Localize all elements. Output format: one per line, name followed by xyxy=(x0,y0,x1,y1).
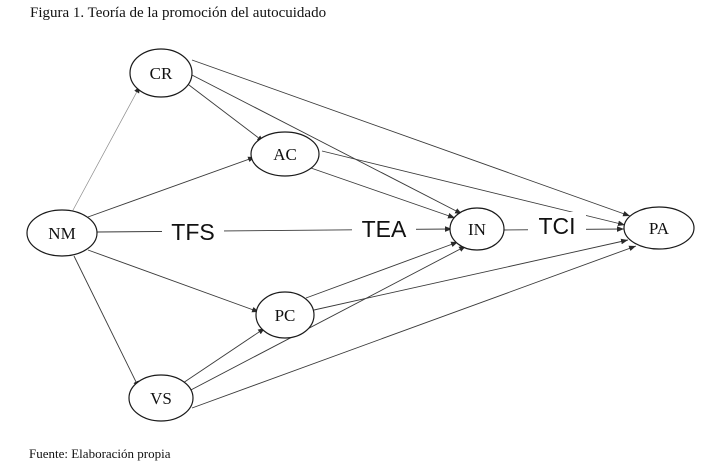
edge-nm-ac xyxy=(87,156,256,218)
node-pa: PA xyxy=(623,206,695,250)
node-ac: AC xyxy=(250,131,320,177)
figure-caption: Figura 1. Teoría de la promoción del aut… xyxy=(30,5,327,21)
diagram-nodes: CR AC NM IN PA PC VS xyxy=(26,48,695,422)
edge-cr-ac xyxy=(184,81,265,143)
edge-ac-in xyxy=(307,166,456,219)
edge-vs-in xyxy=(186,245,467,393)
edge-pc-in xyxy=(305,241,459,299)
node-nm-label: NM xyxy=(48,224,75,243)
node-vs: VS xyxy=(128,374,194,422)
edge-label-tci: TCI xyxy=(538,213,575,239)
edge-nm-vs xyxy=(73,255,140,389)
node-pc: PC xyxy=(255,291,315,339)
node-pa-label: PA xyxy=(649,219,670,238)
edge-pc-pa xyxy=(313,238,629,311)
node-nm: NM xyxy=(26,209,98,257)
edge-vs-pa xyxy=(191,245,637,409)
edge-cr-pa xyxy=(191,59,631,217)
node-in: IN xyxy=(449,207,505,251)
edge-vs-pc xyxy=(179,327,266,386)
edge-cr-in xyxy=(189,73,463,215)
node-cr: CR xyxy=(129,48,193,98)
figure-source: Fuente: Elaboración propia xyxy=(29,446,171,461)
edge-nm-cr xyxy=(71,85,141,213)
node-in-label: IN xyxy=(468,220,486,239)
node-cr-label: CR xyxy=(150,64,173,83)
edge-label-tfs: TFS xyxy=(171,219,214,245)
edge-label-tea: TEA xyxy=(362,216,407,242)
edge-nm-pc xyxy=(87,249,260,313)
edge-labels: TFS TEA TCI xyxy=(162,212,586,245)
node-pc-label: PC xyxy=(275,306,296,325)
node-ac-label: AC xyxy=(273,145,297,164)
node-vs-label: VS xyxy=(150,389,172,408)
